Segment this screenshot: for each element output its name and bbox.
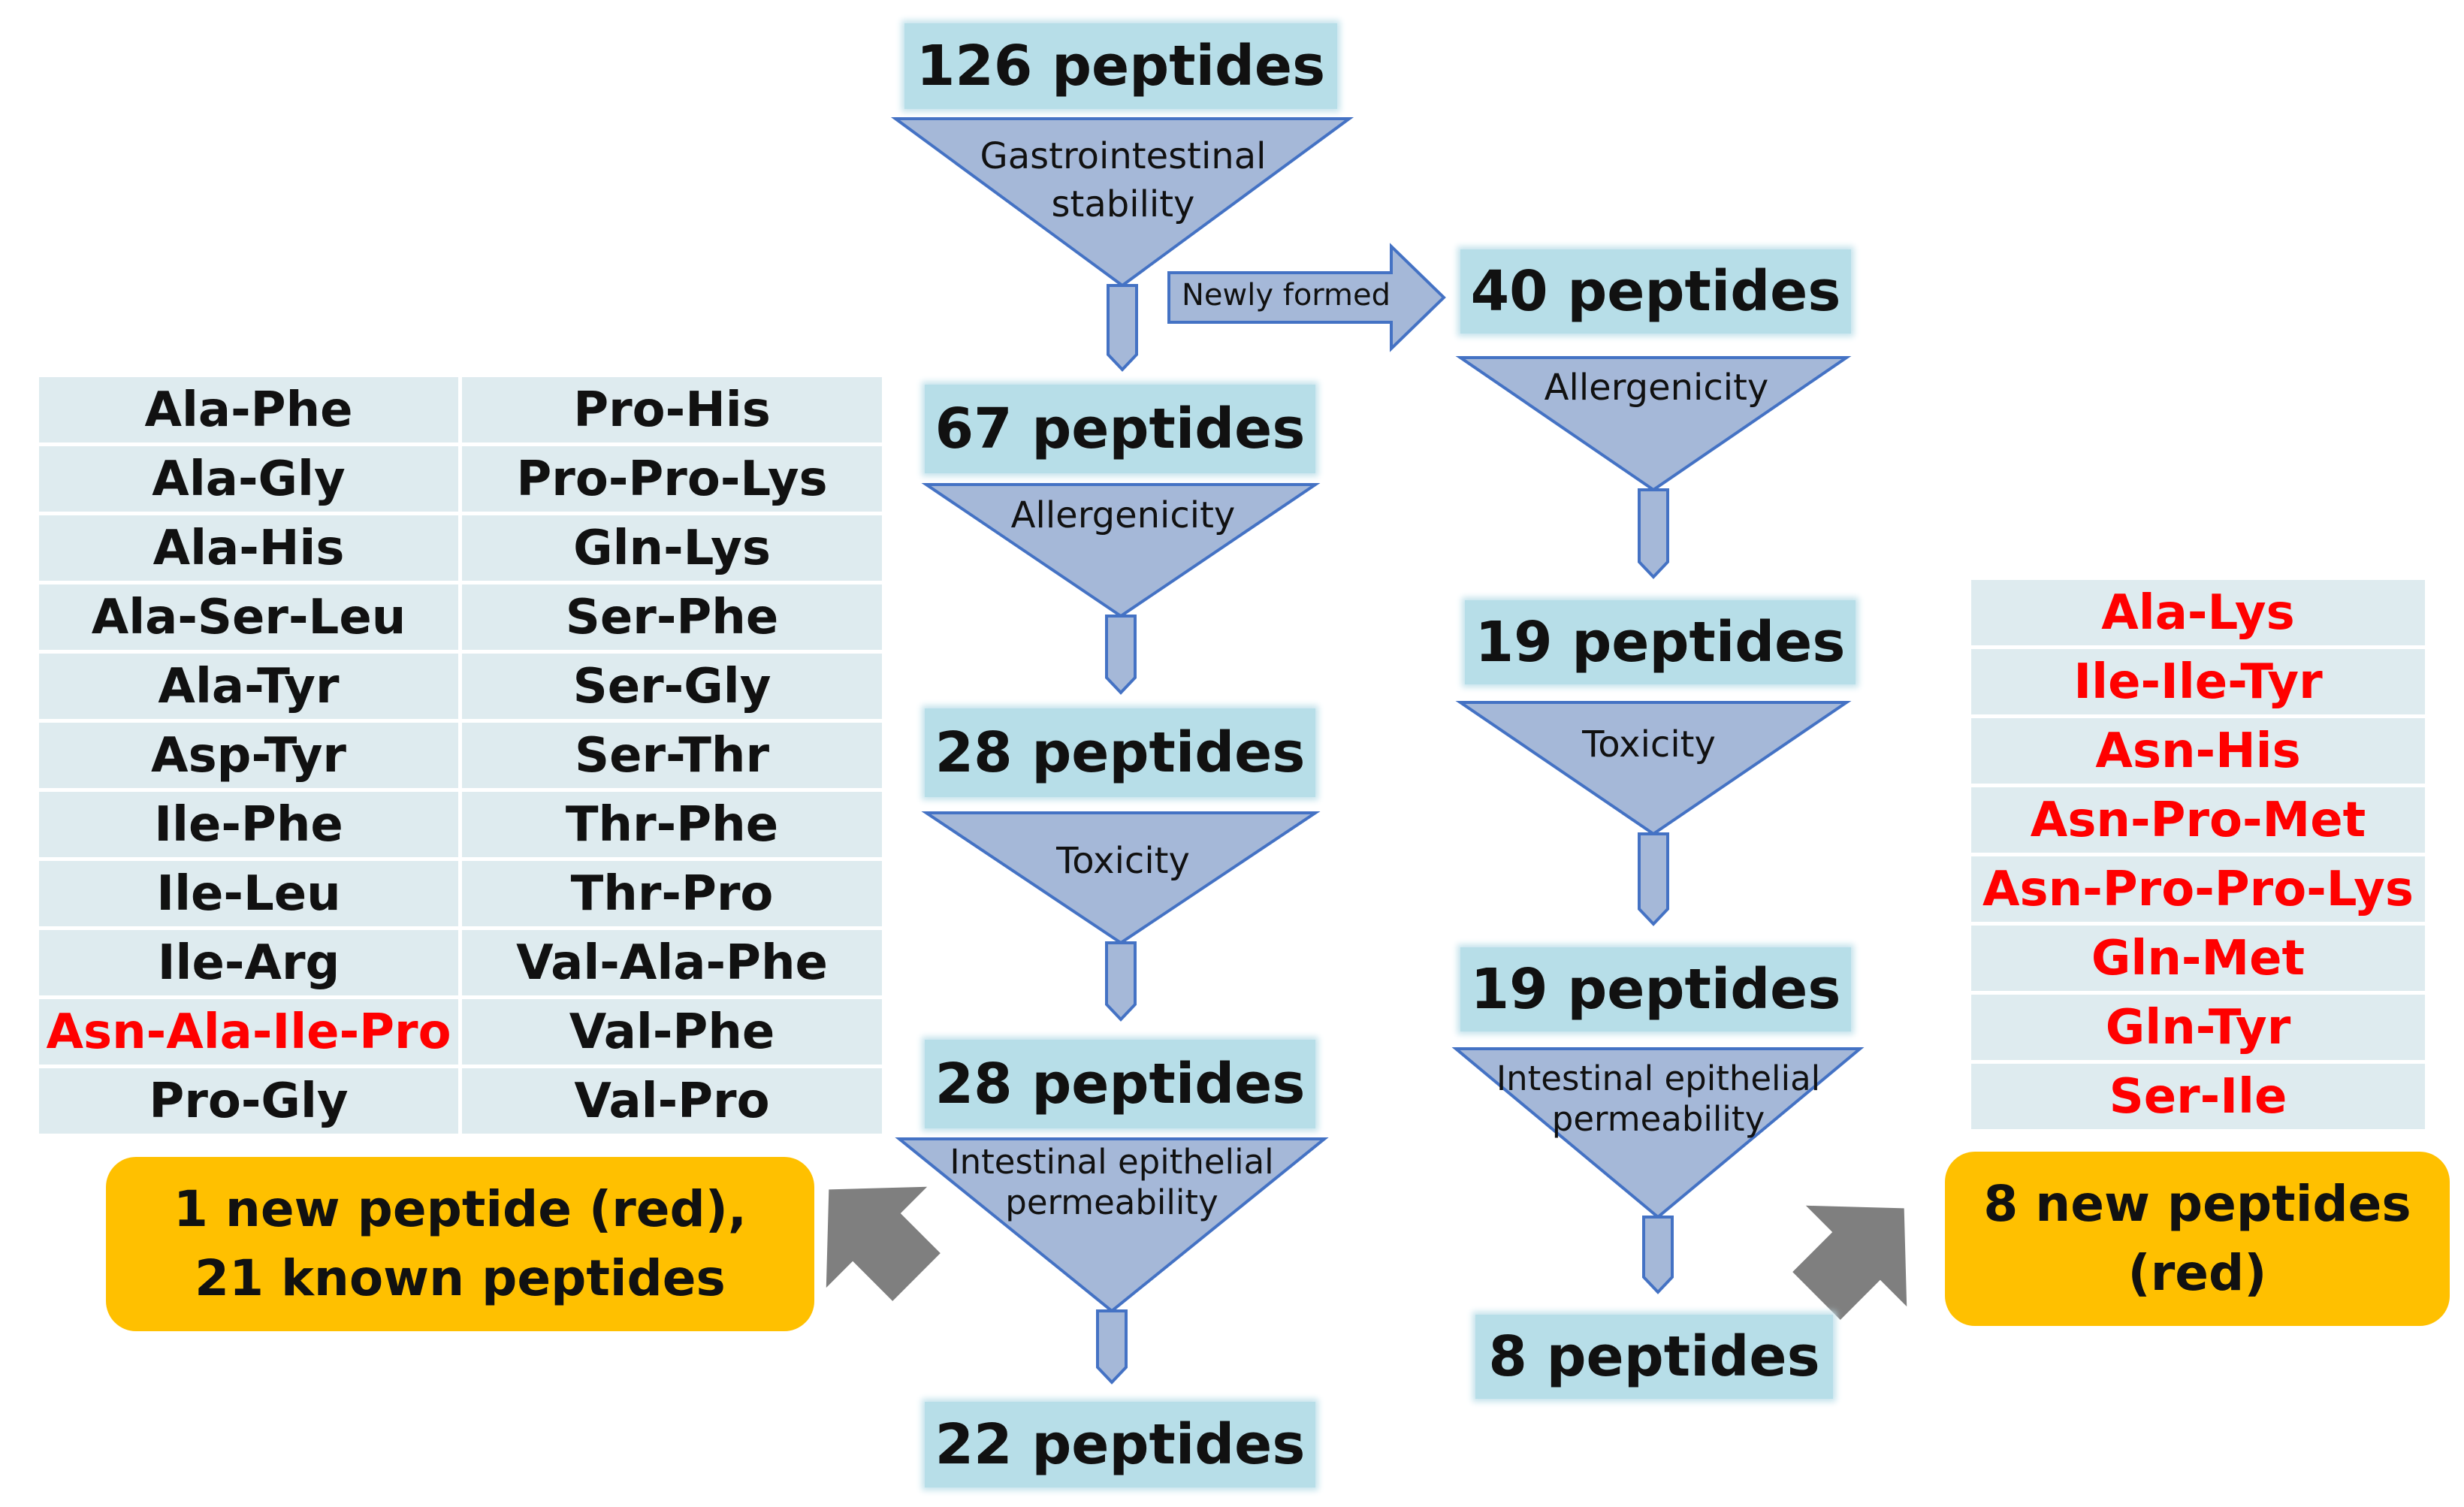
peptide-cell: Ala-Gly (39, 446, 458, 512)
peptide-cell: Val-Pro (462, 1068, 882, 1134)
peptide-cell: Pro-Gly (39, 1068, 458, 1134)
right-summary-arrow (1792, 1205, 1907, 1320)
peptide-cell: Ser-Thr (462, 723, 882, 788)
count-box-67: 67 peptides (925, 385, 1315, 473)
new-peptide-cell: Asn-Pro-Pro-Lys (1971, 856, 2425, 922)
left-summary-arrow (826, 1186, 941, 1301)
count-box-126: 126 peptides (904, 23, 1337, 109)
summary-left-line-1: 1 new peptide (red), (174, 1180, 747, 1238)
funnel-allergenicity-right (1455, 356, 1852, 579)
peptide-cell: Ala-Phe (39, 377, 458, 442)
filter-label-permeability-right: Intestinal epithelial permeability (1496, 1059, 1821, 1139)
count-box-22: 22 peptides (925, 1402, 1315, 1487)
summary-left-line-2: 21 known peptides (195, 1249, 726, 1307)
count-box-19-a: 19 peptides (1465, 600, 1856, 684)
peptide-cell: Thr-Pro (462, 861, 882, 926)
peptide-cell: Asn-Ala-Ile-Pro (39, 999, 458, 1065)
count-box-19-b: 19 peptides (1460, 947, 1851, 1031)
filter-label-gastrointestinal: Gastrointestinal stability (980, 135, 1267, 225)
summary-right-line-2: (red) (2127, 1244, 2267, 1302)
funnel-permeability-right (1451, 1047, 1865, 1294)
peptide-cell: Pro-His (462, 377, 882, 442)
peptide-cell: Thr-Phe (462, 792, 882, 857)
count-box-28-a: 28 peptides (925, 708, 1315, 797)
newly-formed-arrow (1167, 243, 1446, 352)
filter-label-toxicity-right: Toxicity (1582, 723, 1716, 766)
peptide-cell: Asp-Tyr (39, 723, 458, 788)
funnel-allergenicity-left (921, 483, 1321, 695)
new-peptide-cell: Gln-Met (1971, 926, 2425, 991)
new-peptide-cell: Gln-Tyr (1971, 995, 2425, 1060)
peptide-cell: Val-Ala-Phe (462, 930, 882, 995)
funnel-toxicity-left (921, 811, 1321, 1022)
count-box-28-b: 28 peptides (925, 1040, 1315, 1128)
filter-label-toxicity-left: Toxicity (1056, 840, 1190, 882)
new-peptide-cell: Asn-Pro-Met (1971, 787, 2425, 853)
count-box-8: 8 peptides (1475, 1315, 1833, 1399)
peptide-cell: Pro-Pro-Lys (462, 446, 882, 512)
filter-label-allergenicity-left: Allergenicity (1010, 494, 1236, 536)
peptide-cell: Val-Phe (462, 999, 882, 1065)
peptide-cell: Ile-Arg (39, 930, 458, 995)
peptide-cell: Ala-His (39, 515, 458, 581)
funnel-permeability-left (895, 1137, 1329, 1385)
summary-left: 1 new peptide (red), 21 known peptides (106, 1157, 814, 1331)
peptide-cell: Ile-Leu (39, 861, 458, 926)
peptide-cell: Ile-Phe (39, 792, 458, 857)
newly-formed-label: Newly formed (1182, 278, 1391, 313)
summary-right-line-1: 8 new peptides (1983, 1175, 2411, 1233)
new-peptide-cell: Ser-Ile (1971, 1064, 2425, 1129)
peptide-cell: Ala-Tyr (39, 654, 458, 719)
filter-label-permeability-left: Intestinal epithelial permeability (950, 1142, 1274, 1222)
filter-label-allergenicity-right: Allergenicity (1544, 367, 1769, 409)
peptide-cell: Gln-Lys (462, 515, 882, 581)
peptide-cell: Ser-Phe (462, 584, 882, 650)
new-peptide-cell: Ile-Ile-Tyr (1971, 649, 2425, 714)
summary-right: 8 new peptides (red) (1945, 1152, 2450, 1326)
count-box-40: 40 peptides (1460, 249, 1851, 334)
peptide-cell: Ser-Gly (462, 654, 882, 719)
funnel-gastrointestinal (890, 117, 1354, 372)
new-peptide-cell: Ala-Lys (1971, 580, 2425, 645)
peptide-cell: Ala-Ser-Leu (39, 584, 458, 650)
new-peptide-cell: Asn-His (1971, 718, 2425, 784)
funnel-toxicity-right (1455, 701, 1852, 926)
